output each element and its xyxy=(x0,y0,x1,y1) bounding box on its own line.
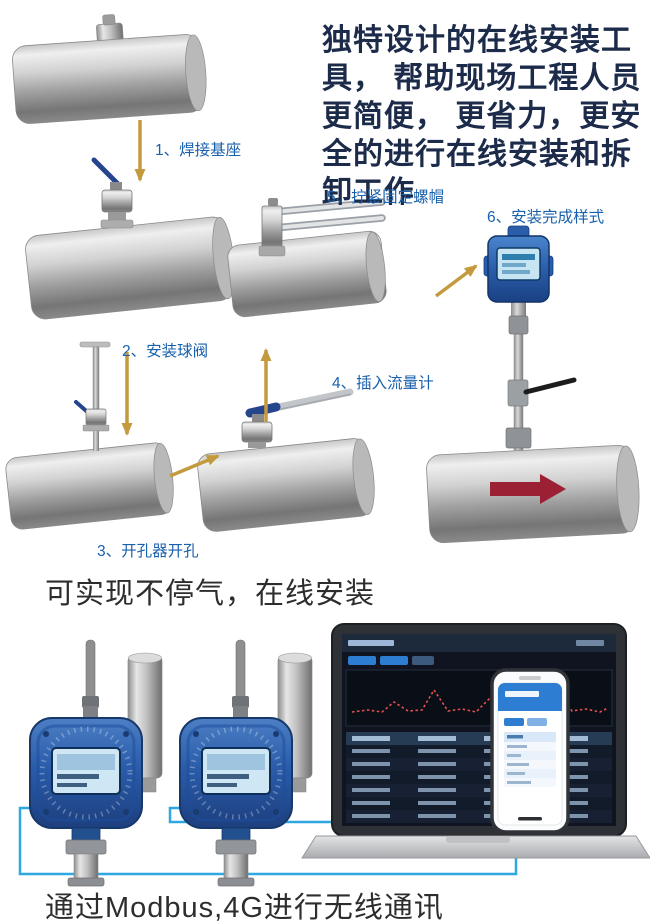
step-label-1: 1、焊接基座 xyxy=(155,142,242,159)
hole-opener-icon xyxy=(74,341,111,451)
step-label-2: 2、安装球阀 xyxy=(122,343,209,360)
step-label-6: 6、安装完成样式 xyxy=(487,209,605,226)
step-arrow-3-icon xyxy=(169,454,220,478)
step-arrows xyxy=(121,120,478,478)
tightening-tool-icon xyxy=(258,198,386,257)
pipe-step2-ball-valve xyxy=(25,157,235,320)
step-label-4: 4、插入流量计 xyxy=(332,375,434,392)
laptop-base xyxy=(301,835,650,859)
pipe-step3-hole-opener xyxy=(5,341,174,530)
intro-text: 独特设计的在线安装工具， 帮助现场工程人员更简便， 更省力，更安全的进行在线安装… xyxy=(322,24,642,209)
flow-direction-arrow-icon xyxy=(490,474,566,504)
pipe-step1-welded-base xyxy=(12,14,207,124)
gas-detector-2 xyxy=(180,640,312,886)
laptop-icon xyxy=(301,623,650,859)
smartphone-icon xyxy=(490,668,570,834)
pipe-step5-tighten-nut xyxy=(227,198,387,318)
valve-long-handle-icon xyxy=(241,388,354,448)
pipe-step6-complete xyxy=(426,225,640,544)
step-arrow-5-icon xyxy=(434,264,478,298)
claim-online-install: 可实现不停气，在线安装 xyxy=(45,578,376,610)
dashboard-table xyxy=(346,732,612,823)
claim-communication: 通过Modbus,4G进行无线通讯 xyxy=(45,892,444,923)
ball-valve-icon xyxy=(91,157,134,229)
wire-detector1 xyxy=(18,806,518,876)
step-label-3: 3、开孔器开孔 xyxy=(97,543,199,560)
step-label-5: 5、拧紧固定螺帽 xyxy=(327,189,445,206)
flow-meter-icon xyxy=(483,225,577,451)
dashboard-chart xyxy=(345,669,613,727)
pipe-step4-insert-meter xyxy=(197,388,375,532)
gas-detector-1 xyxy=(30,640,162,886)
